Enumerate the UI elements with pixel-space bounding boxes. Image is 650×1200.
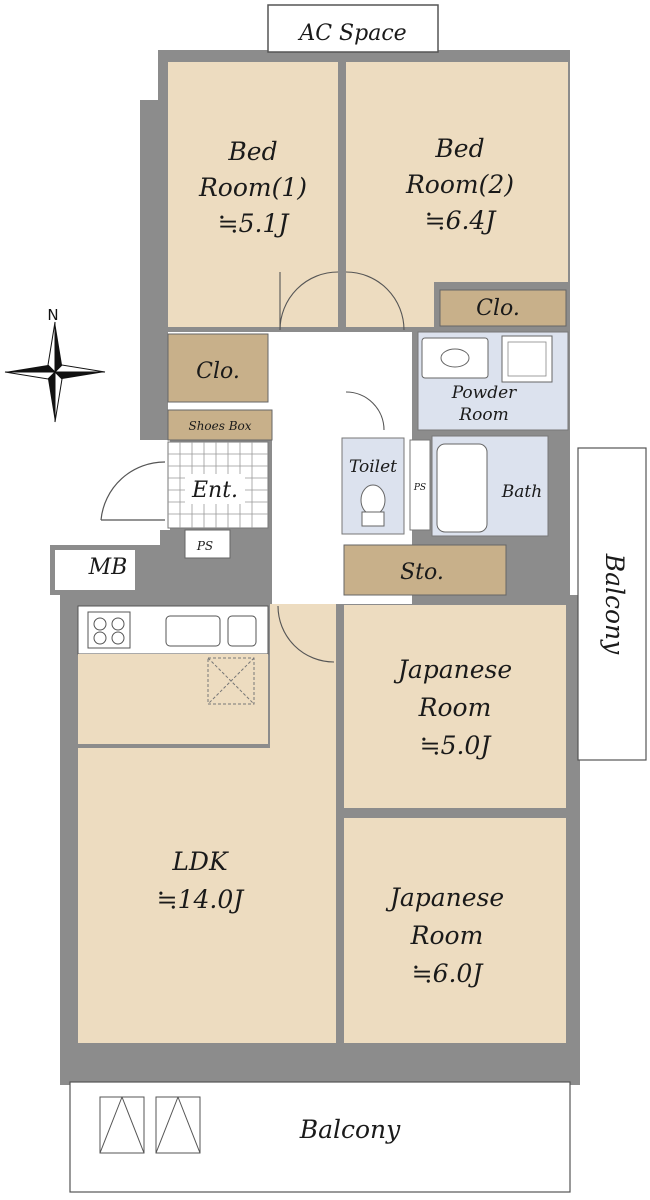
powder-room-label-line1: Powder [451, 383, 517, 403]
ps-bath: PS [409, 439, 431, 531]
shoes-box-label: Shoes Box [188, 419, 251, 433]
ps-entrance-label: PS [196, 539, 213, 553]
balcony-side-label: Balcony [600, 553, 629, 655]
sink-icon [165, 615, 221, 647]
compass-north-label: N [47, 306, 58, 324]
closet-1-label: Clo. [196, 359, 240, 384]
powder-room: Powder Room [417, 331, 569, 431]
closet-1: Clo. [167, 333, 269, 403]
ac-space: AC Space [267, 4, 439, 53]
bedroom-1-label-line1: Bed [227, 137, 277, 166]
closet-2-label: Clo. [476, 296, 520, 321]
japanese-room-2: Japanese Room ≒6.0J [344, 818, 566, 1043]
stove-icon [87, 611, 131, 649]
japanese-room-1-line1: Japanese [393, 655, 512, 684]
balcony-bottom-label: Balcony [299, 1115, 401, 1144]
interior-doors [277, 271, 405, 663]
toilet-label: Toilet [349, 457, 397, 477]
entrance-door [100, 461, 166, 521]
bedroom-2: Bed Room(2) ≒6.4J [346, 62, 568, 327]
japanese-room-2-area: ≒6.0J [412, 959, 485, 988]
bedroom-1: Bed Room(1) ≒5.1J [168, 62, 338, 327]
toilet-room: Toilet [341, 437, 405, 535]
mb-label: MB [88, 555, 128, 580]
storage: Sto. [343, 544, 507, 596]
compass-icon [4, 321, 106, 423]
entrance: Ent. [167, 441, 269, 529]
powder-room-label-line2: Room [458, 405, 508, 425]
bedroom-1-area: ≒5.1J [218, 209, 291, 238]
bedroom-1-label-line2: Room(1) [198, 173, 307, 202]
kitchen [77, 605, 269, 744]
balcony-side: Balcony [577, 447, 647, 761]
japanese-room-1-line2: Room [418, 693, 492, 722]
bedroom-2-label-line2: Room(2) [405, 170, 514, 199]
ps-bath-label: PS [413, 483, 426, 493]
balcony-bottom: Balcony [69, 1081, 571, 1193]
bath-room: Bath [431, 435, 549, 537]
bath-label: Bath [501, 482, 542, 502]
ldk-area: ≒14.0J [157, 885, 246, 914]
japanese-room-1-area: ≒5.0J [420, 731, 493, 760]
bedroom-2-label-line1: Bed [434, 134, 484, 163]
ac-space-label: AC Space [297, 21, 406, 46]
ldk: LDK ≒14.0J [78, 604, 336, 1043]
ldk-label: LDK [171, 847, 229, 876]
ps-entrance: PS [184, 529, 231, 559]
shoes-box: Shoes Box [167, 409, 273, 441]
closet-2: Clo. [439, 289, 567, 327]
japanese-room-2-line1: Japanese [385, 883, 504, 912]
bedroom-2-area: ≒6.4J [425, 206, 498, 235]
storage-label: Sto. [400, 560, 444, 585]
entrance-label: Ent. [191, 478, 238, 503]
japanese-room-1: Japanese Room ≒5.0J [344, 605, 566, 808]
japanese-room-2-line2: Room [410, 921, 484, 950]
